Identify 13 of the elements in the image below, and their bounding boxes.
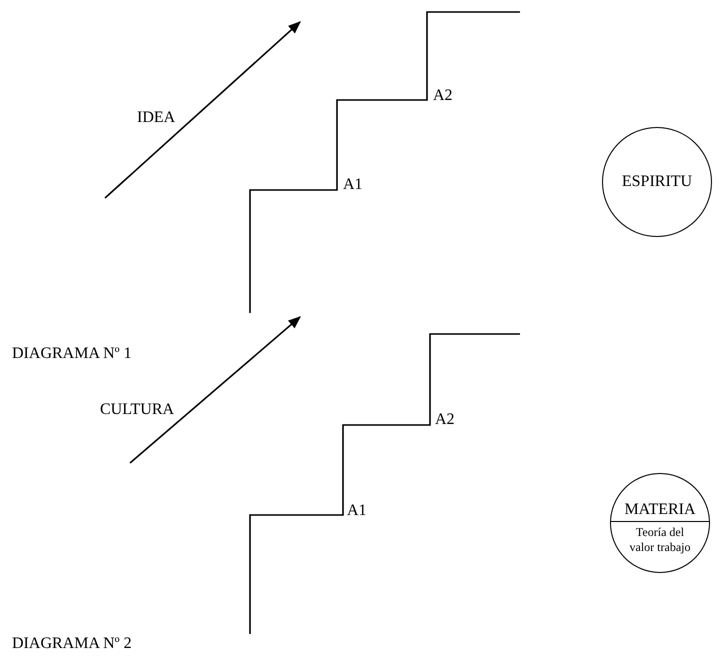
circle-node [602,127,712,237]
node-text: Teoría del valor trabajo [628,524,692,555]
step-label: A1 [347,503,367,519]
step-label: A2 [435,412,455,428]
panel-label: DIAGRAMA Nº 1 [12,346,132,362]
arrow-label: CULTURA [100,402,174,418]
panel-label: DIAGRAMA Nº 2 [12,636,132,652]
node-title: ESPIRITU [622,173,692,191]
step-label: A2 [433,88,453,104]
step-label: A1 [343,177,363,193]
circle-node [610,473,710,573]
node-title: MATERIA [624,501,696,519]
arrow-label: IDEA [137,110,176,126]
